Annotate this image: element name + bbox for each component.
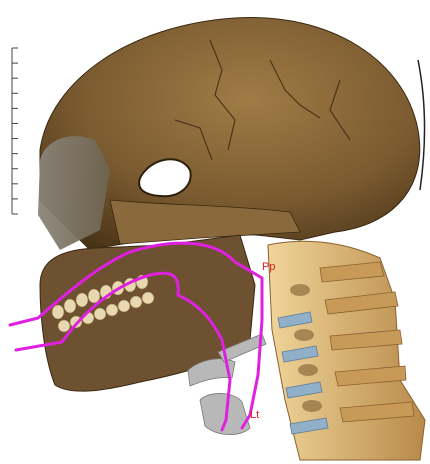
frame-arc — [418, 60, 425, 190]
cervical-spine — [268, 241, 425, 460]
scale-ruler — [12, 48, 18, 214]
label-lower: Lt — [250, 409, 259, 421]
label-pp: Pp — [262, 261, 275, 273]
